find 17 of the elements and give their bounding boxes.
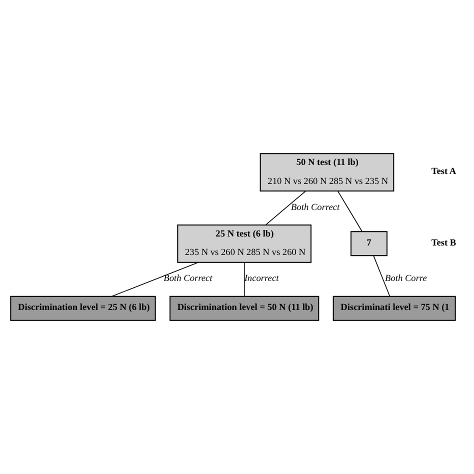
connector (112, 262, 199, 297)
node-box: Discrimination level = 50 N (11 lb) (170, 296, 320, 321)
label: Test A (431, 167, 456, 178)
node-box: 7 (350, 231, 388, 256)
connector (337, 190, 363, 232)
node-box: 50 N test (11 lb) 210 N vs 260 N 285 N vs 235 N (260, 153, 394, 192)
connector (244, 262, 245, 297)
edge-label: Both Corre (385, 274, 427, 284)
connector (373, 256, 390, 297)
node-box: Discriminati level = 75 N (1 (332, 296, 456, 321)
connector (265, 190, 306, 226)
edge-label: Incorrect (244, 274, 279, 284)
node-box: 25 N test (6 lb) 235 N vs 260 N 285 N vs 260 N (177, 224, 312, 263)
edge-label: Both Correct (164, 274, 212, 284)
label: Test B (431, 238, 456, 248)
node-box: Discrimination level = 25 N (6 lb) (10, 296, 156, 321)
edge-label: Both Correct (291, 202, 340, 213)
